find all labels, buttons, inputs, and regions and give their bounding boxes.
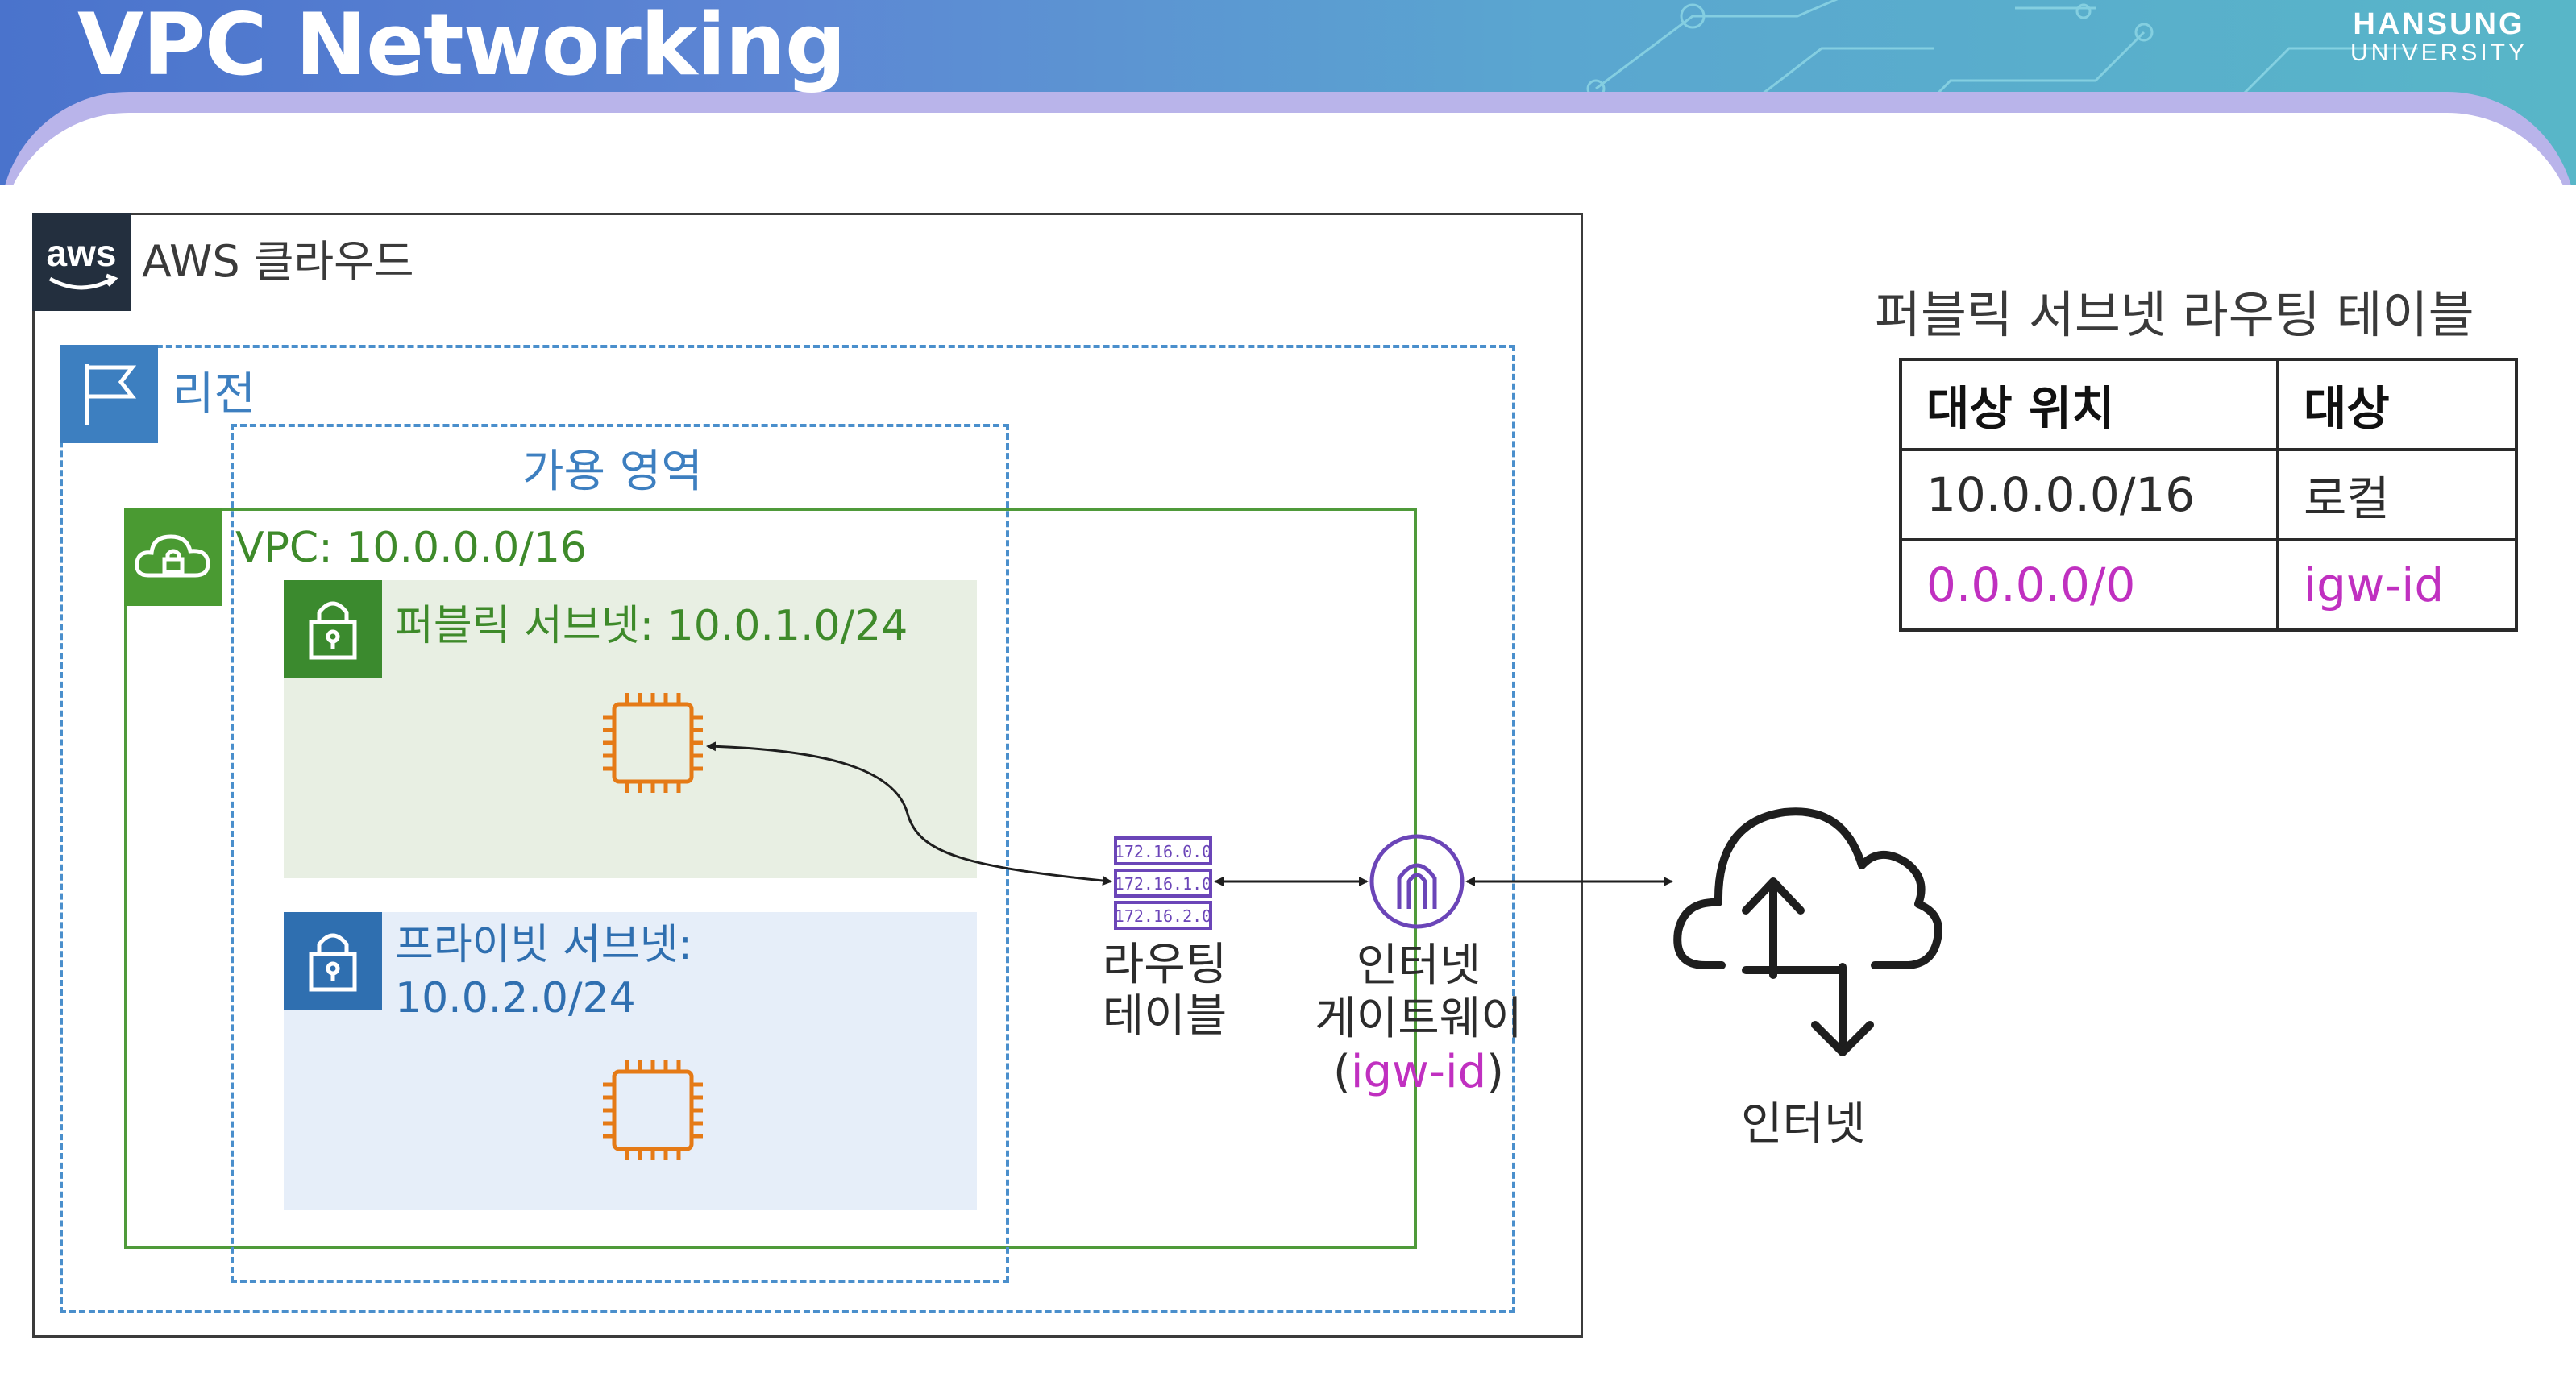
internet-gateway-icon (1369, 834, 1465, 929)
header-arc (0, 113, 2576, 185)
vpc-label: VPC: 10.0.0.0/16 (235, 524, 587, 572)
cell-destination: 0.0.0.0/0 (1899, 538, 2279, 632)
availability-zone-label: 가용 영역 (522, 446, 703, 498)
route-entry-2: 172.16.1.0 (1115, 874, 1211, 894)
circuit-decoration-icon (1586, 0, 2418, 163)
internet-gateway-label: 인터넷 게이트웨이 (igw-id) (1298, 940, 1539, 1099)
routing-table: 대상 위치 대상 10.0.0.0/16 로컬 0.0.0.0/0 igw-id (1899, 358, 2518, 632)
university-logo: HANSUNG UNIVERSITY (2350, 8, 2528, 66)
private-subnet-label-line2: 10.0.2.0/24 (395, 974, 636, 1022)
header-target: 대상 (2276, 358, 2518, 451)
ec2-chip-icon (603, 693, 703, 793)
route-table-label: 라우팅 테이블 (1080, 940, 1249, 1043)
ec2-chip-icon (603, 1060, 703, 1160)
route-to-instance-connector (706, 741, 1112, 886)
private-subnet (284, 912, 977, 1210)
slide-title: VPC Networking (77, 0, 846, 94)
routing-table-title: 퍼블릭 서브넷 라우팅 테이블 (1875, 285, 2474, 344)
route-entry-3: 172.16.2.0 (1115, 906, 1211, 926)
aws-cloud-boundary (32, 213, 1583, 1338)
private-subnet-label-line1: 프라이빗 서브넷: (395, 921, 692, 969)
vpc-boundary (124, 508, 1417, 1249)
igw-paren-close: ) (1486, 1046, 1504, 1098)
igw-label-line3: (igw-id) (1298, 1046, 1539, 1099)
aws-logo-icon: aws (32, 213, 131, 311)
igw-label-line2: 게이트웨이 (1315, 993, 1523, 1045)
cloud-upload-download-icon (1673, 807, 1942, 1056)
igw-paren-open: ( (1333, 1046, 1351, 1098)
public-subnet-label: 퍼블릭 서브넷: 10.0.1.0/24 (395, 602, 908, 650)
table-row: 10.0.0.0/16 로컬 (1899, 448, 2518, 541)
cell-target: igw-id (2276, 538, 2518, 632)
header-destination: 대상 위치 (1899, 358, 2279, 451)
aws-logo-text: aws (47, 232, 117, 274)
route-table-label-line2: 테이블 (1102, 990, 1228, 1043)
route-entry-1: 172.16.0.0 (1115, 842, 1211, 861)
logo-bottom-text: UNIVERSITY (2350, 39, 2528, 66)
aws-cloud-label: AWS 클라우드 (142, 236, 414, 287)
route-table-label-line1: 라우팅 (1102, 939, 1228, 991)
logo-top-text: HANSUNG (2353, 7, 2525, 41)
region-boundary (60, 345, 1515, 1313)
flag-icon (60, 345, 158, 443)
cell-destination: 10.0.0.0/16 (1899, 448, 2279, 541)
private-subnet-label: 프라이빗 서브넷: 10.0.2.0/24 (395, 919, 692, 1025)
slide-header: VPC Networking HANSUNG UNIVERSITY (0, 0, 2576, 185)
region-label: 리전 (172, 368, 256, 421)
table-row: 0.0.0.0/0 igw-id (1899, 538, 2518, 632)
cloud-lock-icon (124, 508, 222, 606)
route-table-icon: 172.16.0.0 172.16.1.0 172.16.2.0 (1114, 836, 1212, 930)
cell-target: 로컬 (2276, 448, 2518, 541)
lock-icon (284, 912, 382, 1010)
igw-id-text: igw-id (1350, 1046, 1487, 1098)
igw-label-line1: 인터넷 (1356, 940, 1481, 992)
table-header-row: 대상 위치 대상 (1899, 358, 2518, 451)
internet-label: 인터넷 (1741, 1098, 1866, 1151)
lock-icon (284, 580, 382, 678)
